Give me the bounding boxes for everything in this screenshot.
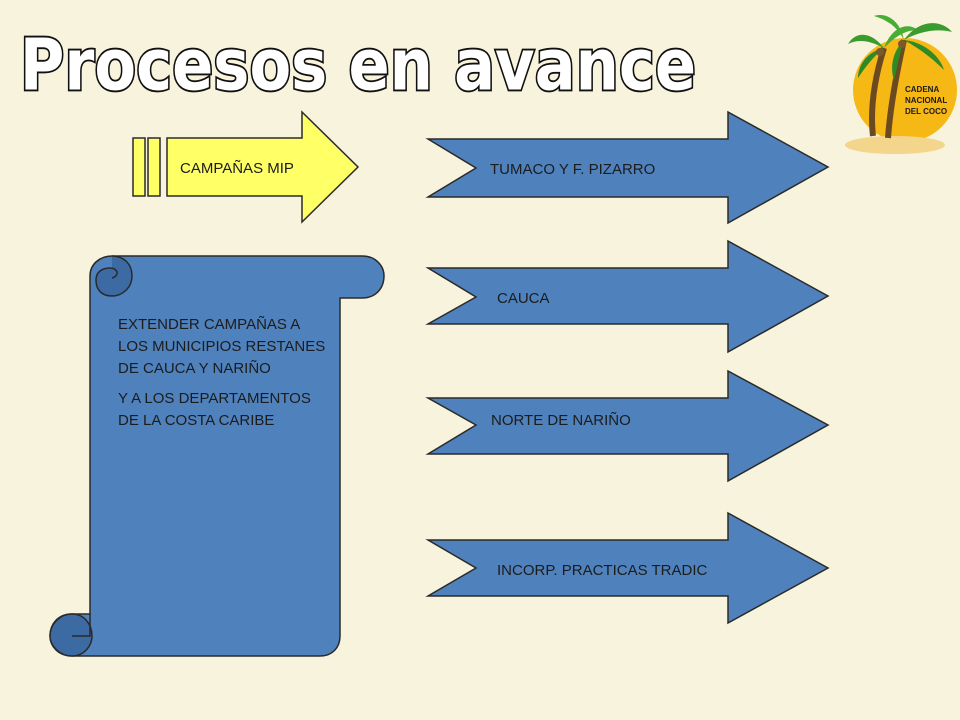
scroll-paragraph-2: Y A LOS DEPARTAMENTOS DE LA COSTA CARIBE — [118, 390, 311, 429]
campaign-label: CAMPAÑAS MIP — [180, 160, 294, 177]
campaign-arrow — [132, 110, 360, 224]
arrow-practicas — [425, 511, 830, 625]
arrow-tumaco — [425, 110, 830, 225]
logo-line-3: DEL COCO — [905, 107, 948, 116]
arrow-label-norte-narino: NORTE DE NARIÑO — [491, 412, 631, 429]
logo — [845, 15, 957, 154]
scroll-banner — [49, 255, 385, 657]
marker-bar-2 — [147, 137, 161, 197]
logo-text: CADENA NACIONAL DEL COCO — [905, 84, 960, 117]
marker-bar-1 — [132, 137, 146, 197]
scroll-text: EXTENDER CAMPAÑAS A LOS MUNICIPIOS RESTA… — [118, 314, 333, 440]
scroll-paragraph-1: EXTENDER CAMPAÑAS A LOS MUNICIPIOS RESTA… — [118, 316, 326, 377]
arrow-norte-narino — [425, 369, 830, 483]
palm-tree-icon — [845, 15, 957, 154]
arrow-label-tumaco: TUMACO Y F. PIZARRO — [490, 161, 656, 178]
arrow-label-practicas: INCORP. PRACTICAS TRADIC — [497, 562, 708, 579]
arrow-cauca — [425, 239, 830, 354]
logo-line-1: CADENA — [905, 85, 940, 94]
slide-title: Procesos en avance — [20, 24, 696, 107]
logo-line-2: NACIONAL — [905, 96, 948, 105]
arrow-label-cauca: CAUCA — [497, 290, 550, 307]
